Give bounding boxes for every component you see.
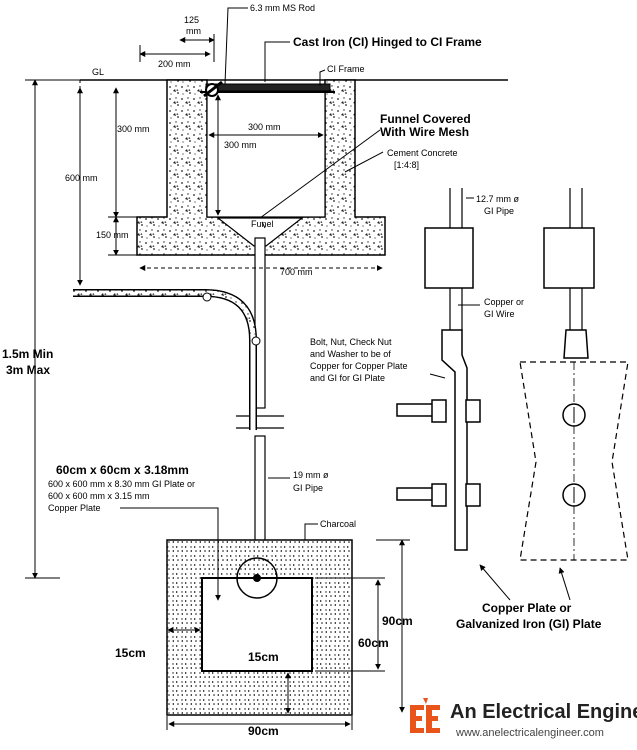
label-bolt-2: and Washer to be of	[310, 349, 391, 359]
label-bolt-3: Copper for Copper Plate	[310, 361, 408, 371]
label-cement-2: [1:4:8]	[394, 160, 419, 170]
label-700: 700 mm	[280, 267, 313, 277]
label-gi-pipe-top-2: GI Pipe	[484, 206, 514, 216]
label-copper-wire-1: Copper or	[484, 297, 524, 307]
label-funel: Funel	[251, 219, 274, 229]
label-funnel-2: With Wire Mesh	[380, 125, 469, 139]
label-plate-cu: 600 x 600 mm x 3.15 mm	[48, 491, 150, 501]
label-plate-size: 60cm x 60cm x 3.18mm	[56, 463, 189, 477]
label-gi-pipe-19-1: 19 mm ø	[293, 470, 329, 480]
brand-watermark: An Electrical Engineer www.anelectricale…	[408, 698, 637, 740]
earth-pit	[166, 539, 353, 716]
inspection-chamber	[80, 79, 508, 256]
label-cement-1: Cement Concrete	[387, 148, 458, 158]
label-60: 60cm	[358, 636, 389, 650]
label-charcoal: Charcoal	[320, 519, 356, 529]
label-300-left: 300 mm	[117, 124, 150, 134]
dimension-lines	[25, 7, 571, 730]
label-300-v: 300 mm	[224, 140, 257, 150]
label-300-h: 300 mm	[248, 122, 281, 132]
chamber-cavity	[206, 91, 326, 218]
label-depth-2: 3m Max	[6, 363, 50, 377]
label-600: 600 mm	[65, 173, 98, 183]
label-bolt-1: Bolt, Nut, Check Nut	[310, 337, 392, 347]
label-90-h: 90cm	[248, 724, 279, 738]
label-125: 125	[184, 15, 199, 25]
label-15-bottom: 15cm	[248, 650, 279, 664]
label-plate-title-2: Galvanized Iron (GI) Plate	[456, 617, 602, 631]
label-depth-1: 1.5m Min	[2, 347, 53, 361]
label-ci-hinged: Cast Iron (CI) Hinged to CI Frame	[293, 35, 482, 49]
brand-name: An Electrical Engineer	[450, 701, 637, 723]
label-plate-title-1: Copper Plate or	[482, 601, 572, 615]
plate-side-detail	[396, 188, 481, 551]
label-200: 200 mm	[158, 59, 191, 69]
earth-lead	[73, 289, 257, 430]
funnel	[216, 217, 304, 247]
label-bolt-4: and GI for GI Plate	[310, 373, 385, 383]
plate-front-detail	[519, 188, 629, 561]
label-150: 150 mm	[96, 230, 129, 240]
label-gl: GL	[92, 67, 104, 77]
label-125-unit: mm	[186, 26, 201, 36]
earth-plate	[201, 577, 313, 672]
brand-logo-icon	[408, 698, 440, 740]
label-plate-gi: 600 x 600 mm x 8.30 mm GI Plate or	[48, 479, 195, 489]
label-15-left: 15cm	[115, 646, 146, 660]
label-copper-wire-2: GI Wire	[484, 309, 515, 319]
label-ci-frame: CI Frame	[327, 64, 365, 74]
label-gi-pipe-19-2: GI Pipe	[293, 483, 323, 493]
label-funnel-1: Funnel Covered	[380, 112, 471, 126]
diagram-labels: 6.3 mm MS Rod 125 mm 200 mm Cast Iron (C…	[2, 3, 602, 738]
label-plate-cu2: Copper Plate	[48, 503, 101, 513]
label-gi-pipe-top-1: 12.7 mm ø	[476, 194, 520, 204]
plate-joint	[236, 557, 278, 599]
label-ms-rod: 6.3 mm MS Rod	[250, 3, 315, 13]
label-90-v: 90cm	[382, 614, 413, 628]
earth-pipe	[73, 237, 284, 567]
ci-cover	[205, 83, 331, 92]
brand-url: www.anelectricalengineer.com	[455, 727, 604, 739]
